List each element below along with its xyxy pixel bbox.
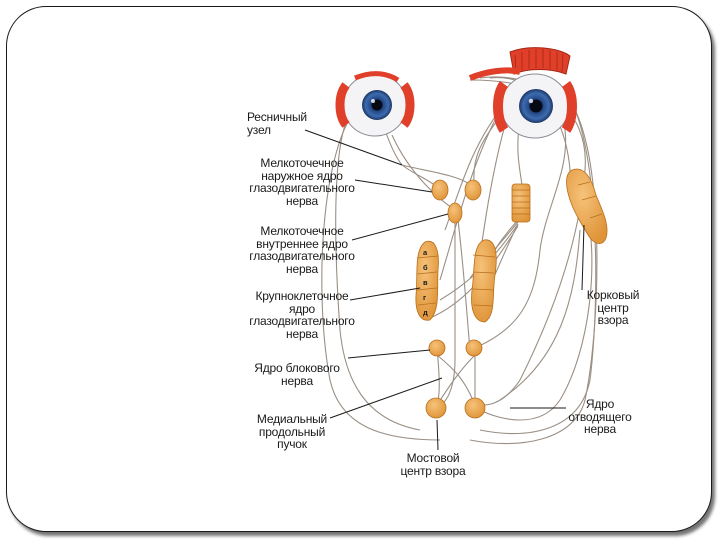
subnucleus-letters: а б в г д xyxy=(423,248,428,317)
label-large-cell-nucleus: Крупноклеточное ядро глазодвигательного … xyxy=(249,289,355,341)
subnucleus-a: а xyxy=(423,248,428,257)
label-medial-fasciculus: Медиальный продольный пучок xyxy=(256,412,328,451)
label-cortical-center: Корковый центр взора xyxy=(586,288,640,327)
right-eye xyxy=(468,47,577,139)
trochlear-nucleus-right xyxy=(465,339,483,357)
abducens-nucleus-right xyxy=(464,397,486,419)
label-small-cell-outer-nucleus: Мелкоточечное наружное ядро глазодвигате… xyxy=(249,156,355,208)
small-cell-inner-nucleus xyxy=(447,202,463,224)
small-cell-outer-nucleus-left xyxy=(431,179,449,201)
trochlear-nucleus-left xyxy=(428,339,446,357)
subnucleus-g: г xyxy=(423,293,426,302)
large-cell-nucleus-left xyxy=(415,240,439,321)
subnucleus-d: д xyxy=(423,308,428,317)
subnucleus-b: б xyxy=(423,263,428,272)
small-cell-outer-nucleus-right xyxy=(464,179,482,201)
label-small-cell-inner-nucleus: Мелкоточечное внутреннее ядро глазодвига… xyxy=(249,224,355,276)
label-trochlear-nucleus: Ядро блокового нерва xyxy=(254,361,340,388)
pointer-lines xyxy=(304,129,585,451)
subnucleus-v: в xyxy=(423,278,428,287)
superior-muscle xyxy=(509,47,571,75)
left-eye xyxy=(335,71,415,137)
label-abducens-nucleus: Ядро отводящего нерва xyxy=(568,397,632,436)
cortical-center xyxy=(566,168,608,245)
abducens-nucleus-left xyxy=(425,397,447,419)
nerve-bundle-cylinder xyxy=(511,183,531,223)
large-cell-nucleus-right xyxy=(471,239,497,323)
label-ciliary-ganglion: Ресничный узел xyxy=(247,110,307,137)
label-pontine-center: Мостовой центр взора xyxy=(400,451,466,478)
nuclei xyxy=(415,168,608,419)
